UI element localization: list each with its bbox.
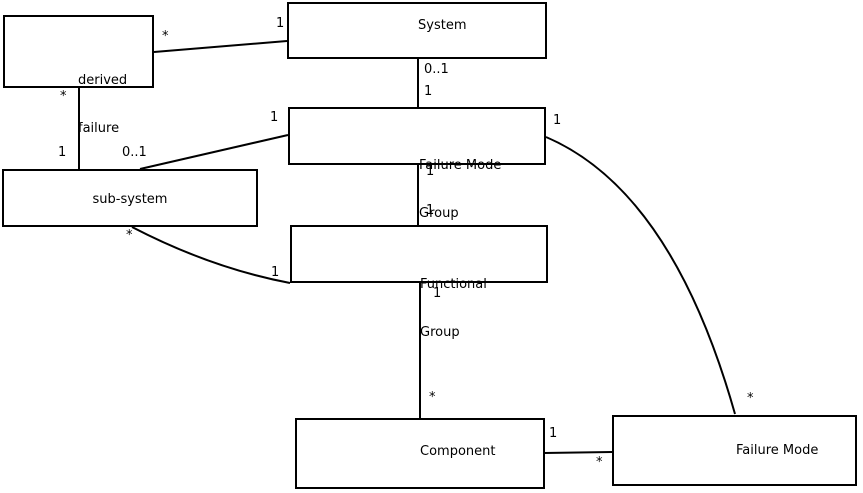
node-component: Component [295,418,545,489]
node-label-line: Group [420,325,460,340]
node-label-line: Functional [420,277,487,292]
multiplicity-label: * [429,390,436,405]
node-failure-mode-label: Failure Mode [736,443,819,458]
edge-component-failure-mode [543,451,613,454]
multiplicity-label: * [60,89,67,104]
multiplicity-label: 1 [276,16,285,31]
multiplicity-label: 1 [424,84,433,99]
node-failure-mode: Failure Mode [612,415,857,486]
node-sub-system-label: sub-system [92,192,168,207]
node-failure-mode-group-label: Failure Mode Group [419,126,501,254]
multiplicity-label: * [596,455,603,470]
node-label-line: failure [78,121,120,136]
node-functional-group: Functional Group [290,225,548,340]
multiplicity-label: 1 [549,426,558,441]
node-failure-mode-group: Failure Mode Group [288,107,546,221]
edge-sub-system-failure-mode-group [139,134,289,170]
node-label-line: Failure Mode [419,158,502,173]
node-label-line: Group [419,206,459,221]
multiplicity-label: 1 [553,113,562,128]
node-system: System [287,2,547,59]
edge-sub-system-functional-group [131,226,291,284]
multiplicity-label: 0..1 [424,62,449,77]
multiplicity-label: * [747,391,754,406]
node-derived-failure-mode: derived failure mode [3,15,154,184]
multiplicity-label: 1 [58,145,67,160]
multiplicity-label: 1 [270,110,279,125]
node-sub-system: sub-system [2,169,258,227]
multiplicity-label: * [126,228,133,243]
node-component-label: Component [420,444,496,459]
multiplicity-label: 0..1 [122,145,147,160]
node-functional-group-label: Functional Group [420,245,487,373]
multiplicity-label: 1 [271,265,280,280]
node-system-label: System [418,18,467,33]
node-label-line: derived [78,73,128,88]
multiplicity-label: 1 [433,286,442,301]
multiplicity-label: 1 [426,164,435,179]
edge-failure-mode-group-failure-mode [545,136,736,415]
edge-derived-failure-mode-system [153,40,288,53]
multiplicity-label: 1 [426,203,435,218]
multiplicity-label: * [162,29,169,44]
